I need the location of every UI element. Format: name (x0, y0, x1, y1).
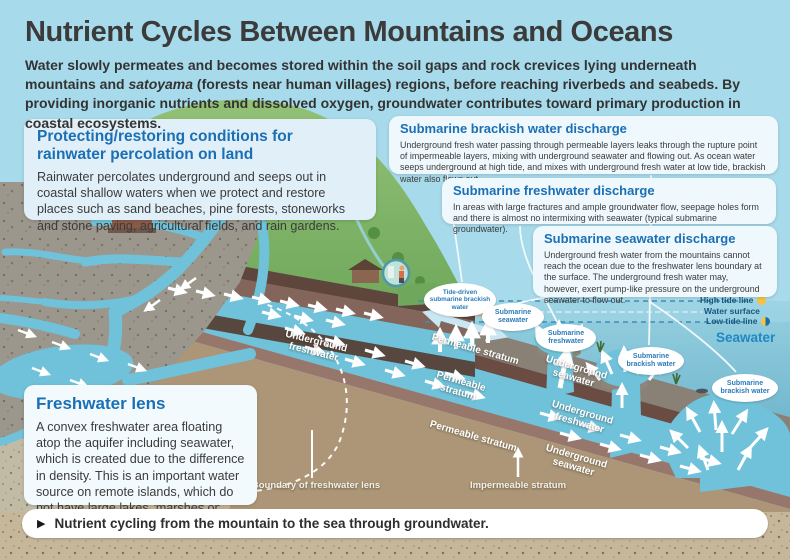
label-underground-seawater-2: Underground seawater (544, 442, 609, 479)
legend-low-tide-line: Low tide line (706, 316, 771, 326)
footer-caption: Nutrient cycling from the mountain to th… (54, 516, 489, 531)
callout-freshwater-body: In areas with large fractures and ample … (453, 201, 759, 235)
callout-brackish-body: Underground fresh water passing through … (400, 139, 766, 184)
magnifier-inset (381, 258, 411, 288)
callout-rainwater-body: Rainwater percolates underground and see… (37, 169, 346, 233)
callout-seawater-body: Underground fresh water from the mountai… (544, 249, 762, 305)
intro-pre: Water slowly permeates and becomes store… (25, 57, 697, 93)
intro-text: Water slowly permeates and becomes store… (25, 56, 767, 133)
village-house (348, 259, 383, 283)
label-submarine-freshwater: Submarine freshwater (536, 324, 596, 352)
high-tide-icon (757, 295, 767, 305)
intro-post: (forests near human villages) regions, b… (25, 76, 741, 131)
water-surface-label: Water surface (704, 306, 760, 316)
legend-water-surface: Water surface (704, 306, 760, 316)
legend-seawater: Seawater (716, 330, 776, 345)
callout-seawater-title: Submarine seawater discharge (544, 231, 736, 246)
label-submarine-brackish-water-2: Submarine brackish water (712, 374, 778, 402)
intro-italic-satoyama: satoyama (128, 76, 194, 93)
label-underground-seawater-1: Underground seawater (544, 353, 609, 390)
label-submarine-brackish-water-1: Submarine brackish water (618, 347, 684, 375)
label-submarine-seawater: Submarine seawater (482, 303, 544, 331)
callout-lens-body: A convex freshwater area floating atop t… (36, 419, 245, 532)
callout-freshwater-lens: Freshwater lens A convex freshwater area… (24, 385, 257, 532)
label-permeable-stratum-2: Permeable stratum (435, 369, 487, 403)
label-underground-freshwater-1: Underground freshwater (284, 328, 349, 364)
high-tide-label: High tide line (700, 295, 754, 305)
callout-rainwater-percolation: Protecting/restoring conditions for rain… (24, 119, 376, 233)
callout-brackish-title: Submarine brackish water discharge (400, 121, 627, 136)
label-permeable-stratum-1: Permeable stratum (430, 331, 521, 368)
callout-freshwater-discharge: Submarine freshwater discharge In areas … (442, 178, 776, 234)
low-tide-icon (761, 316, 771, 326)
freshwater-lens-boundary (199, 301, 524, 493)
play-triangle-icon: ▶ (37, 518, 46, 530)
callout-brackish-discharge: Submarine brackish water discharge Under… (389, 116, 778, 184)
header: Nutrient Cycles Between Mountains and Oc… (25, 16, 767, 133)
low-tide-label: Low tide line (706, 316, 758, 326)
callout-rainwater-title: Protecting/restoring conditions for rain… (37, 128, 293, 163)
label-underground-freshwater-2: Underground freshwater (550, 398, 615, 436)
sea-cucumber (696, 388, 708, 394)
page-title: Nutrient Cycles Between Mountains and Oc… (25, 16, 673, 48)
label-boundary-of-freshwater-lens: Boundary of freshwater lens (251, 480, 381, 491)
callout-lens-title: Freshwater lens (36, 394, 166, 413)
label-permeable-stratum-3: Permeable stratum (428, 418, 519, 455)
callout-seawater-discharge: Submarine seawater discharge Underground… (533, 226, 777, 305)
label-impermeable-stratum: Impermeable stratum (469, 480, 567, 491)
legend-high-tide-line: High tide line (700, 295, 767, 305)
callout-freshwater-title: Submarine freshwater discharge (453, 183, 655, 198)
footer-caption-bar: ▶ Nutrient cycling from the mountain to … (22, 509, 768, 538)
